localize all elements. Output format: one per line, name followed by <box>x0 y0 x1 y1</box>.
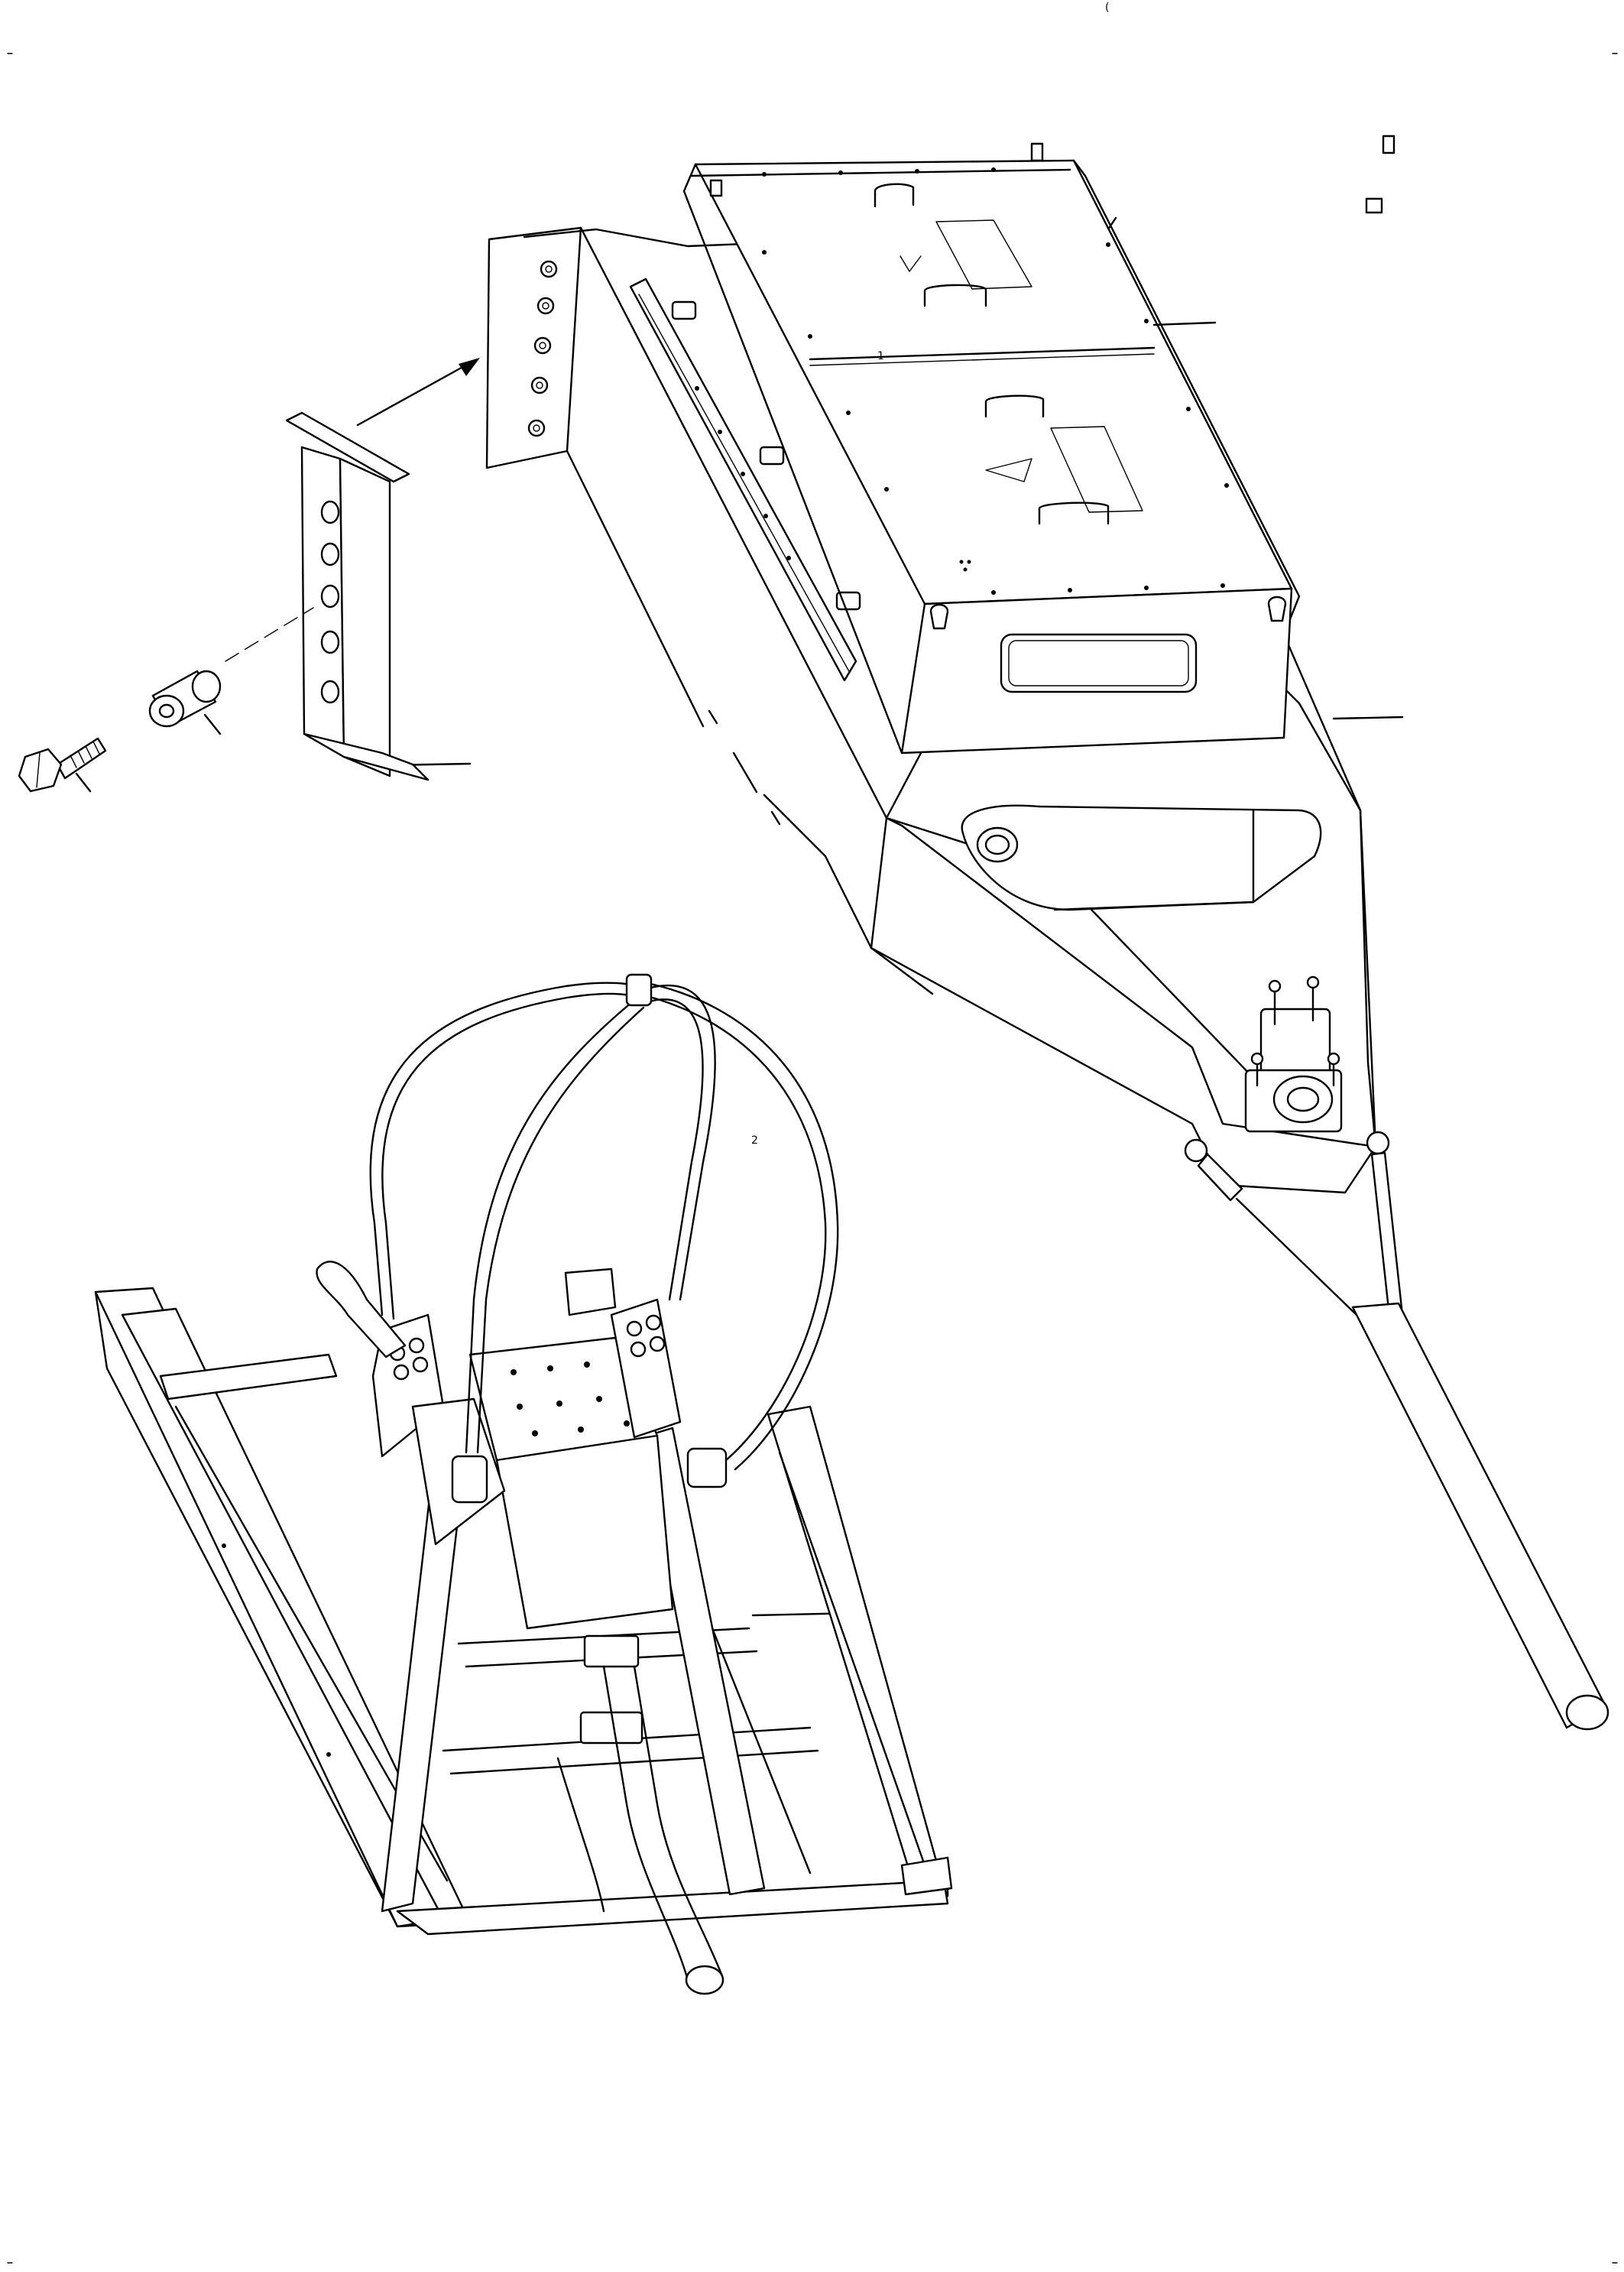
bracket-foot <box>303 732 430 781</box>
bolt-leader <box>75 772 92 793</box>
right-clamp-plate <box>610 1298 682 1439</box>
bracket-top-flange <box>285 411 410 483</box>
end-plate-holes <box>527 260 558 437</box>
top-eyelet-1 <box>1030 142 1044 162</box>
exploded-bracket <box>18 358 480 793</box>
side-rail <box>629 278 861 682</box>
label-plate-1 <box>935 219 1032 290</box>
bottom-clamp-1 <box>583 1634 640 1668</box>
latch-right <box>1267 596 1287 622</box>
housing-end-plate <box>485 226 582 469</box>
tow-eye-right <box>1366 1131 1390 1155</box>
assembly-arrow-line <box>356 359 475 427</box>
label-plate-2 <box>1050 426 1143 513</box>
rear-crossmember <box>396 1879 949 1936</box>
bearing-ring <box>1272 1075 1334 1124</box>
hitch-bearing <box>1244 975 1343 1133</box>
lid-handle-4 <box>1038 501 1110 525</box>
arrow-symbol-2 <box>985 458 1032 482</box>
hose-outer-right <box>640 984 716 1301</box>
lid-split <box>809 346 1156 361</box>
a-frame <box>371 1298 766 1913</box>
spacer-sleeve <box>148 670 222 728</box>
hose-outer-left <box>369 982 651 1316</box>
break-lines <box>708 709 781 826</box>
hose-loops <box>316 973 839 1995</box>
access-opening <box>961 804 1322 911</box>
tow-bar <box>1184 1131 1609 1731</box>
control-box: 1 <box>682 135 1395 755</box>
arrow-symbol-1 <box>900 255 922 272</box>
spacer-leader <box>203 713 222 735</box>
inlet-hose <box>316 1261 407 1358</box>
lid-handle-3 <box>984 394 1045 418</box>
outlet-hose <box>602 1665 689 1982</box>
top-tick-mark: ( <box>1105 2 1109 14</box>
hose-inner-left <box>465 1000 634 1454</box>
lid-mark: 1 <box>877 350 884 362</box>
a-frame-right-leg <box>640 1426 766 1896</box>
top-eyelet-2 <box>1382 135 1395 154</box>
front-post <box>564 1267 617 1316</box>
skid-housing <box>485 216 1377 1194</box>
field-mark: 2 <box>751 1134 758 1147</box>
corner-ticks <box>7 53 1618 2264</box>
flange <box>976 826 1019 863</box>
rail-studs <box>671 300 861 611</box>
assembly-arrowhead <box>459 358 480 376</box>
hex-bolt <box>18 737 107 793</box>
tow-eye-left <box>1184 1138 1208 1163</box>
sled-frame <box>94 1267 953 1936</box>
front-window <box>1000 633 1198 693</box>
bracket-holes <box>320 500 340 704</box>
clip-left <box>451 1455 488 1504</box>
hose-inner-right <box>637 992 827 1462</box>
clip-right <box>686 1447 728 1488</box>
top-hose-clamp <box>625 973 653 1007</box>
right-rail <box>767 1405 945 1897</box>
lid-handle-1 <box>874 183 915 208</box>
latch-left <box>929 603 949 630</box>
tow-handle <box>1351 1302 1606 1729</box>
lid-bolts <box>762 167 1229 595</box>
